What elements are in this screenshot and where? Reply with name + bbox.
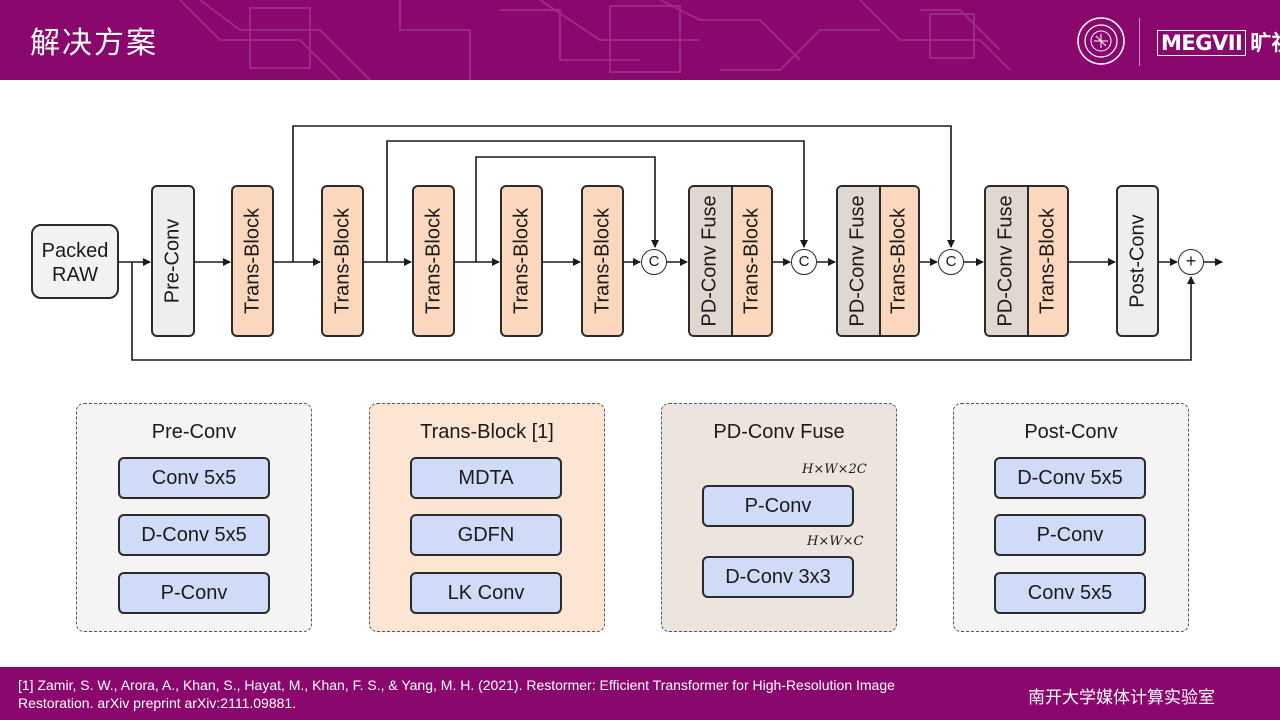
pre-conv-block: Pre-Conv (151, 185, 195, 337)
trans-block-label: Trans-Block (241, 208, 263, 314)
panel-title: Pre-Conv (151, 421, 237, 443)
header-bar: 解决方案 MEGVII旷视 (0, 0, 1280, 80)
trans-block-label: Trans-Block (887, 208, 910, 314)
pd-conv-fuse-trans-pair-1: PD-Conv Fuse Trans-Block (688, 185, 773, 337)
add-node: + (1178, 249, 1204, 275)
pd-conv-fuse-label: PD-Conv Fuse (698, 195, 721, 327)
lab-name: 南开大学媒体计算实验室 (1028, 688, 1215, 708)
op-conv-5x5: Conv 5x5 (118, 457, 270, 499)
op-d-conv-3x3: D-Conv 3x3 (702, 556, 854, 598)
panel-title: PD-Conv Fuse (713, 421, 845, 443)
concat-node-2: C (791, 249, 817, 275)
megvii-logo-text: MEGVII (1157, 30, 1247, 56)
packed-raw-input: Packed RAW (31, 224, 119, 299)
trans-block-5: Trans-Block (581, 185, 624, 337)
trans-block-label: Trans-Block (1036, 208, 1059, 314)
trans-block-label: Trans-Block (740, 208, 763, 314)
trans-block-label: Trans-Block (331, 208, 353, 314)
panel-title: Trans-Block [1] (420, 421, 554, 443)
pd-conv-fuse-block: PD-Conv Fuse (690, 187, 733, 335)
citation-text: [1] Zamir, S. W., Arora, A., Khan, S., H… (18, 677, 895, 711)
trans-block-7: Trans-Block (880, 187, 918, 335)
op-d-conv-5x5: D-Conv 5x5 (994, 457, 1146, 499)
footer-bar (0, 667, 1280, 720)
op-p-conv: P-Conv (702, 485, 854, 527)
input-label-line2: RAW (52, 264, 98, 286)
trans-block-3: Trans-Block (412, 185, 455, 337)
trans-block-1: Trans-Block (231, 185, 274, 337)
pre-conv-label: Pre-Conv (161, 218, 184, 304)
op-p-conv: P-Conv (994, 514, 1146, 556)
post-conv-block: Post-Conv (1116, 185, 1159, 337)
pd-conv-fuse-trans-pair-2: PD-Conv Fuse Trans-Block (836, 185, 920, 337)
op-p-conv: P-Conv (118, 572, 270, 614)
pd-conv-fuse-label: PD-Conv Fuse (994, 195, 1017, 327)
megvii-logo-cn: 旷视 (1250, 31, 1280, 55)
op-d-conv-5x5: D-Conv 5x5 (118, 514, 270, 556)
op-conv-5x5: Conv 5x5 (994, 572, 1146, 614)
pd-conv-fuse-trans-pair-3: PD-Conv Fuse Trans-Block (984, 185, 1069, 337)
university-seal-logo (1077, 17, 1125, 65)
op-mdta: MDTA (410, 457, 562, 499)
pd-conv-fuse-block: PD-Conv Fuse (838, 187, 881, 335)
op-lk-conv: LK Conv (410, 572, 562, 614)
trans-block-2: Trans-Block (321, 185, 364, 337)
trans-block-label: Trans-Block (591, 208, 613, 314)
trans-block-label: Trans-Block (510, 208, 532, 314)
concat-node-1: C (641, 249, 667, 275)
header-pattern (179, 0, 1011, 80)
op-gdfn: GDFN (410, 514, 562, 556)
panel-title: Post-Conv (1024, 421, 1118, 443)
trans-block-8: Trans-Block (1028, 187, 1067, 335)
dim-label-mid: H×W×C (807, 534, 864, 549)
trans-block-6: Trans-Block (732, 187, 771, 335)
input-label-line1: Packed (41, 240, 109, 262)
post-conv-label: Post-Conv (1126, 214, 1148, 308)
trans-block-label: Trans-Block (422, 208, 444, 314)
pd-conv-fuse-label: PD-Conv Fuse (846, 195, 869, 327)
logo-divider (1139, 18, 1140, 66)
concat-node-3: C (938, 249, 964, 275)
trans-block-4: Trans-Block (500, 185, 543, 337)
page-title: 解决方案 (30, 26, 158, 61)
pd-conv-fuse-block: PD-Conv Fuse (986, 187, 1029, 335)
dim-label-input: H×W×2C (802, 462, 867, 477)
megvii-logo: MEGVII旷视 (1157, 27, 1280, 57)
